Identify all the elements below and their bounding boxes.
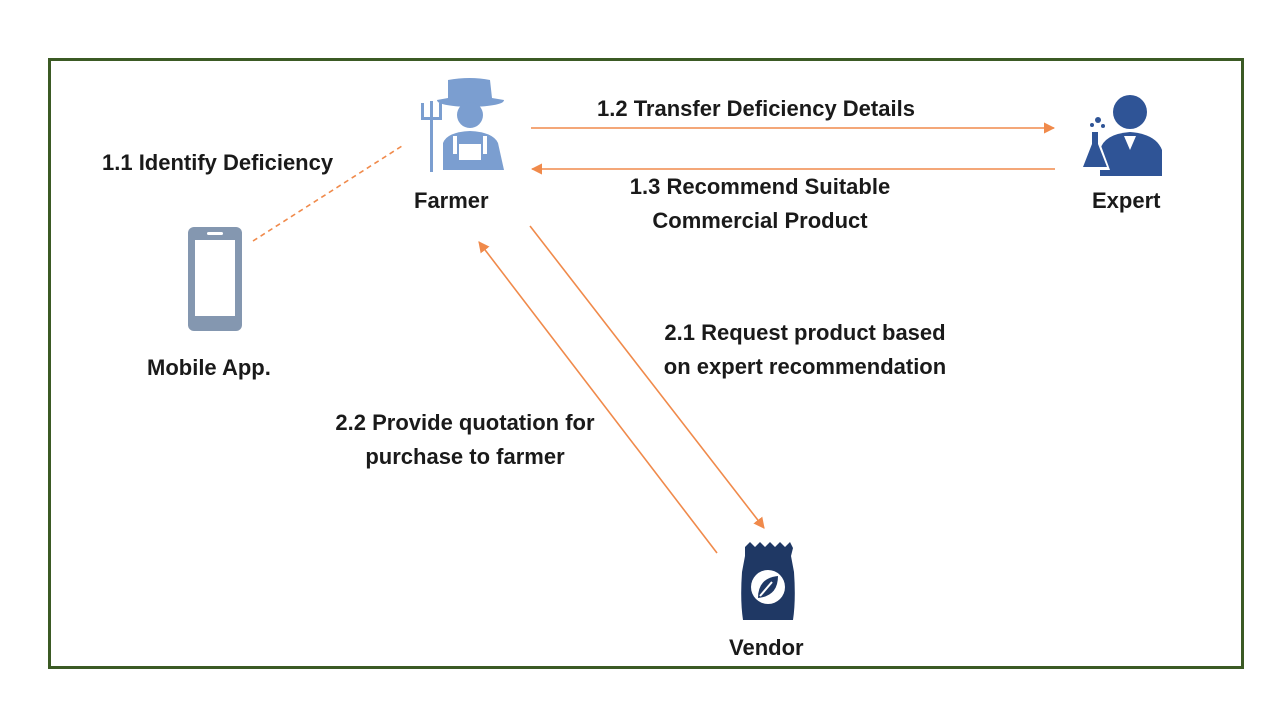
farmer-icon bbox=[421, 78, 504, 172]
connector-identify-deficiency bbox=[252, 145, 403, 242]
edge-label-quotation-line1: 2.2 Provide quotation for bbox=[335, 410, 595, 435]
arrow-request-product bbox=[529, 225, 765, 529]
node-label-farmer: Farmer bbox=[414, 188, 489, 213]
edge-label-request-line1: 2.1 Request product based bbox=[664, 320, 946, 345]
mobile-phone-icon bbox=[188, 227, 242, 331]
expert-icon bbox=[1080, 95, 1162, 176]
edge-label-request-line2: on expert recommendation bbox=[663, 354, 947, 379]
arrow-provide-quotation bbox=[478, 241, 718, 554]
node-label-expert: Expert bbox=[1092, 188, 1161, 213]
edge-label-provide-quotation: 2.2 Provide quotation for purchase to fa… bbox=[310, 406, 620, 474]
node-label-vendor: Vendor bbox=[729, 635, 804, 660]
edge-label-request-product: 2.1 Request product based on expert reco… bbox=[640, 316, 970, 384]
edge-label-identify-deficiency: 1.1 Identify Deficiency bbox=[102, 150, 334, 175]
edge-label-transfer-details: 1.2 Transfer Deficiency Details bbox=[597, 96, 915, 121]
edge-label-recommend-line2: Commercial Product bbox=[652, 208, 868, 233]
edge-label-recommend-line1: 1.3 Recommend Suitable bbox=[629, 174, 891, 199]
diagram-frame bbox=[48, 58, 1244, 669]
edge-label-quotation-line2: purchase to farmer bbox=[365, 444, 565, 469]
seed-bag-icon bbox=[741, 542, 795, 620]
node-label-mobile-app: Mobile App. bbox=[147, 355, 271, 380]
edge-label-recommend-product: 1.3 Recommend Suitable Commercial Produc… bbox=[600, 170, 920, 238]
